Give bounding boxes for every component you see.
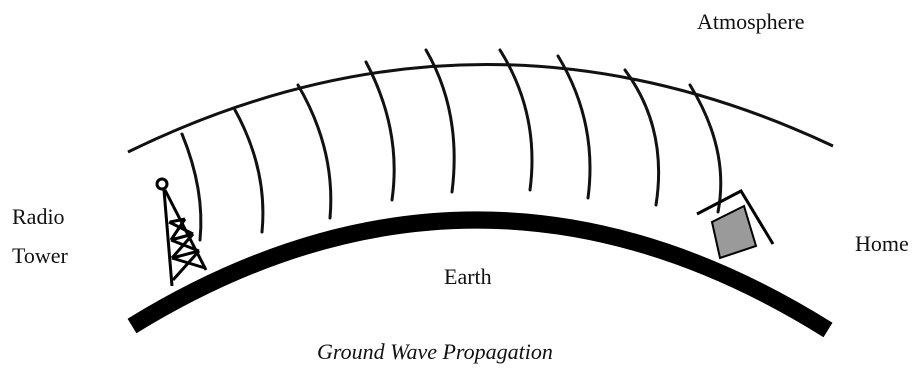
- wave-front: [233, 108, 265, 234]
- wave-front: [180, 132, 203, 242]
- wave-front: [498, 48, 534, 192]
- wave-front: [364, 60, 396, 202]
- wave-front: [296, 83, 333, 220]
- home-label: Home: [855, 231, 909, 256]
- atmosphere-arc: [127, 63, 834, 154]
- wave-front: [623, 68, 661, 207]
- house-roof: [696, 189, 775, 245]
- wave-front: [688, 83, 723, 214]
- earth-arc: [127, 211, 833, 338]
- radio-tower-icon: [155, 177, 208, 287]
- wave-front: [556, 54, 592, 200]
- radio-tower-label-line2: Tower: [12, 243, 69, 268]
- house-icon: [696, 189, 775, 260]
- wave-fronts: [180, 48, 723, 242]
- atmosphere-label: Atmosphere: [697, 9, 805, 34]
- diagram-caption: Ground Wave Propagation: [317, 339, 553, 364]
- house-walls: [710, 204, 758, 260]
- wave-front: [424, 48, 456, 194]
- radio-tower-label-line1: Radio: [12, 204, 65, 229]
- earth-label: Earth: [444, 264, 492, 289]
